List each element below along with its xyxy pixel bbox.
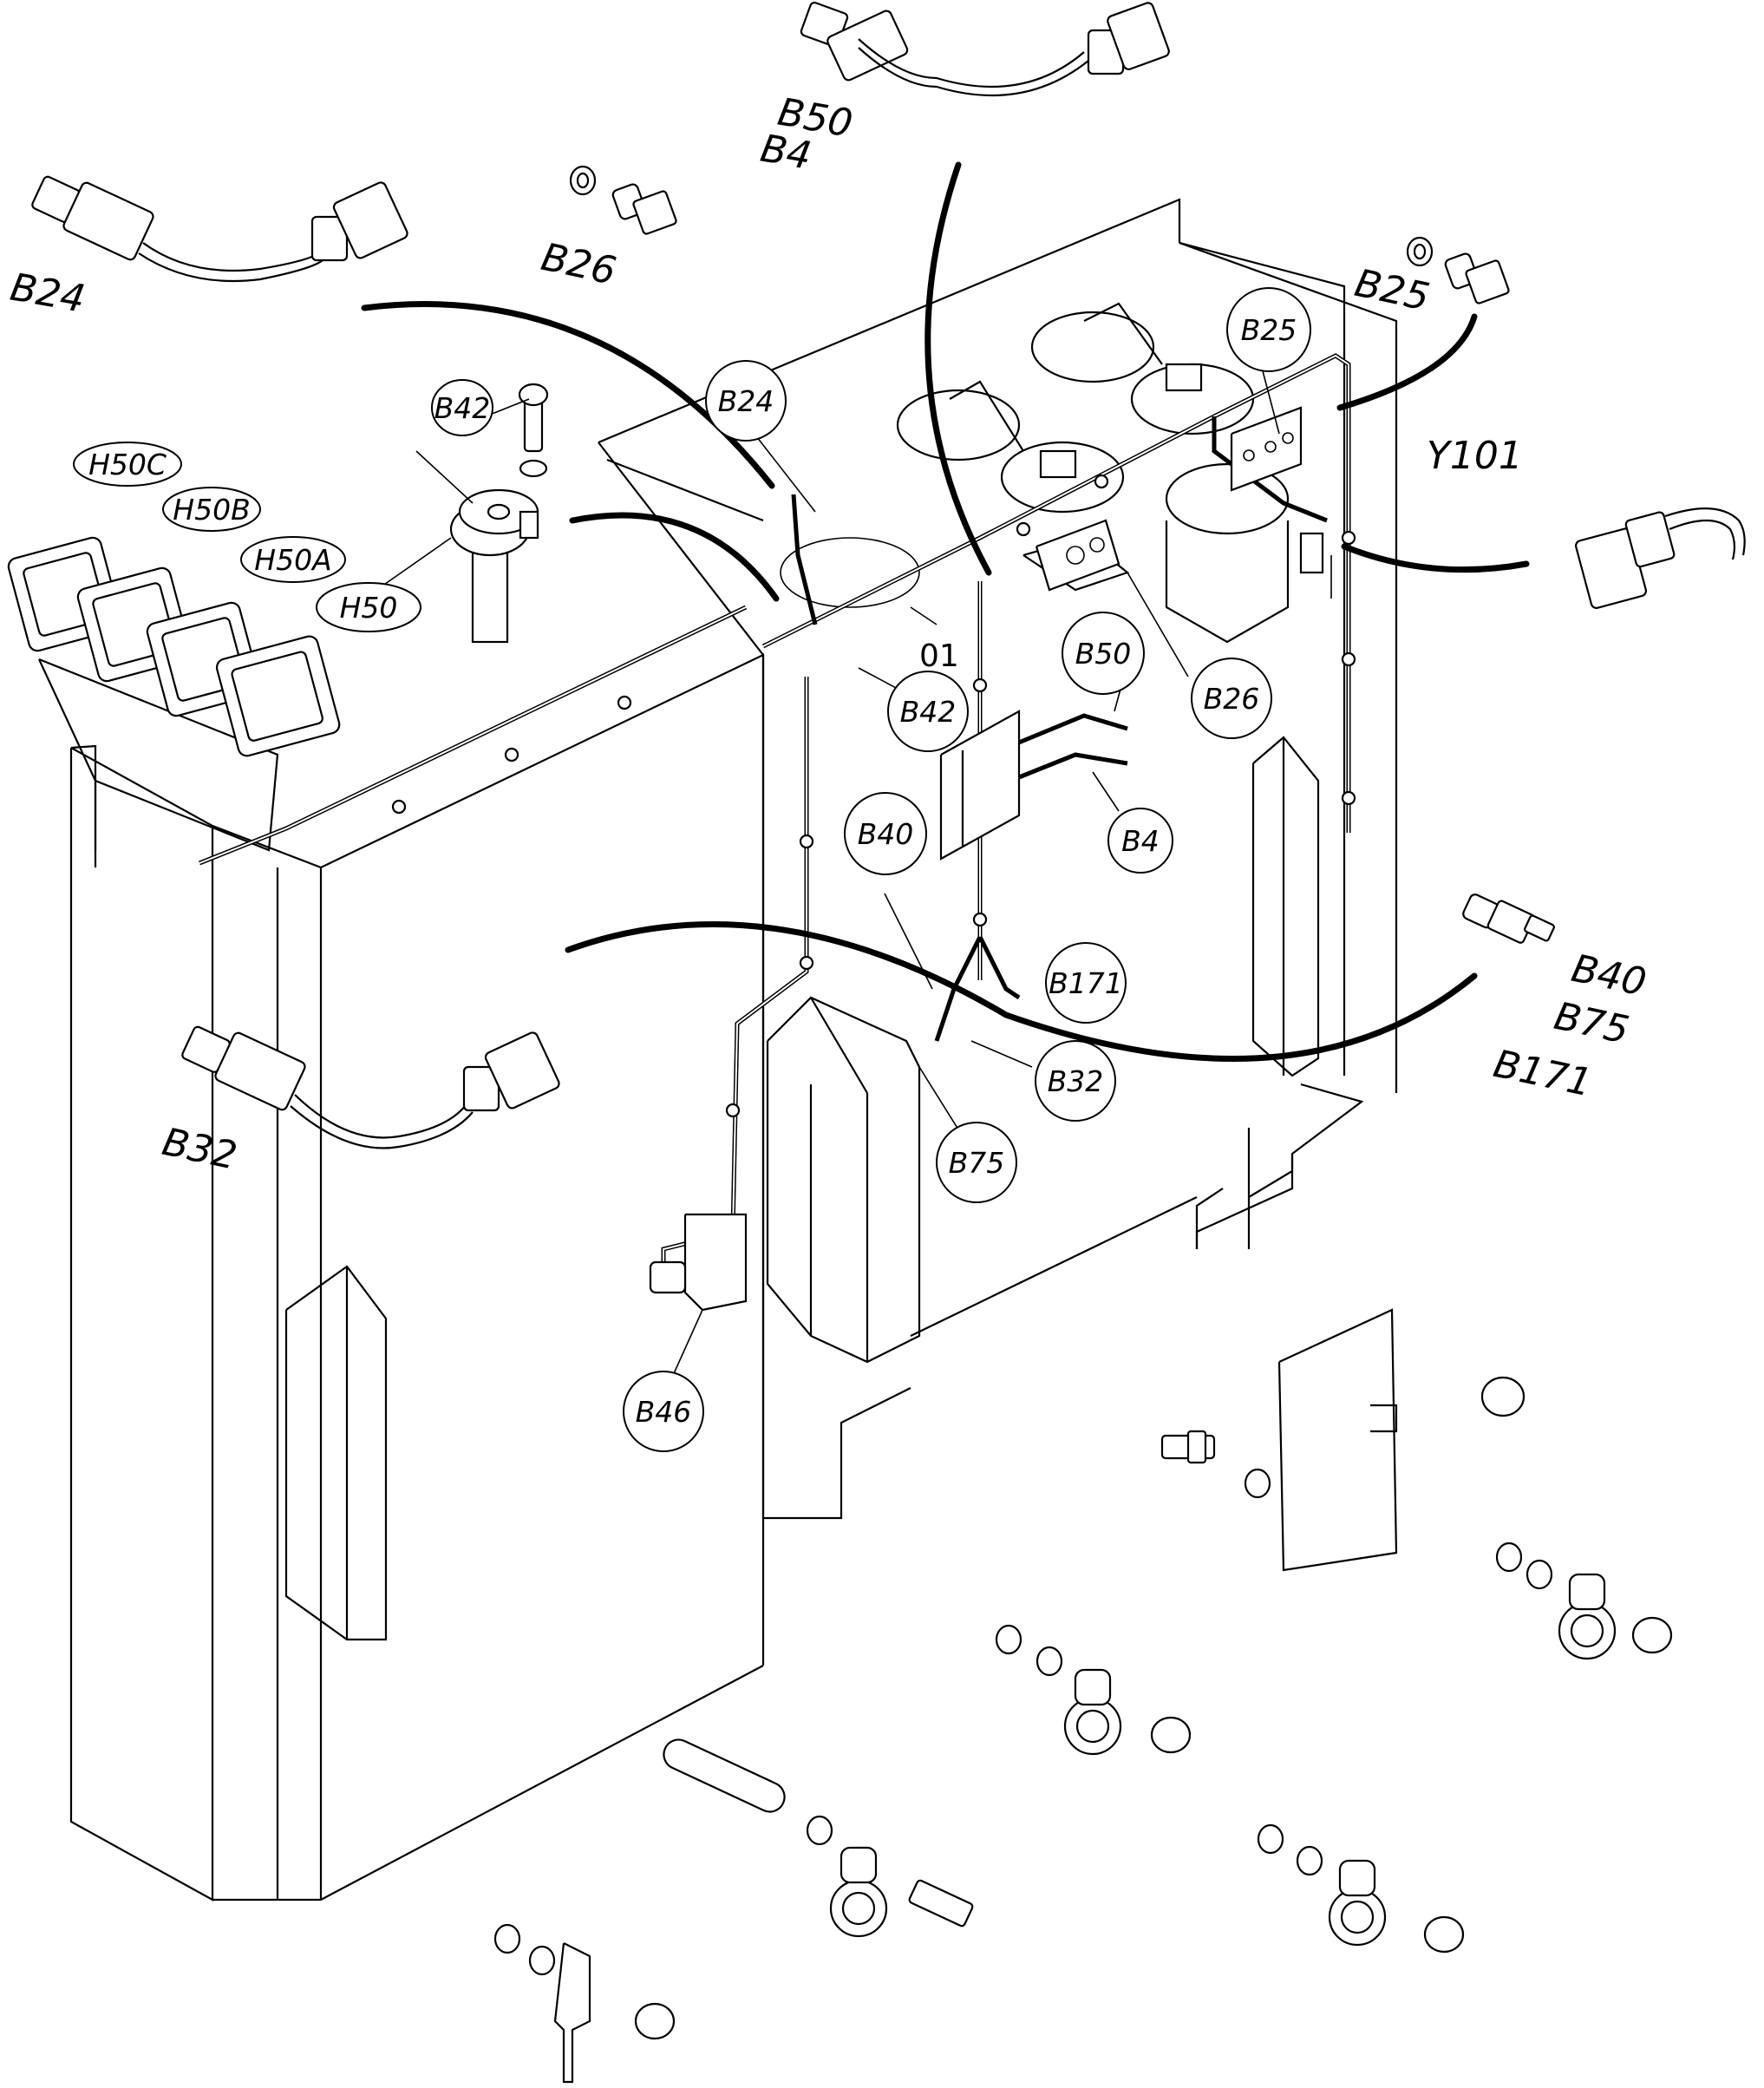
callout-h50c: H50C: [73, 442, 182, 487]
sensor-cable-b50-b4: [800, 1, 1170, 97]
callout-b26: B26: [1191, 658, 1272, 739]
svg-text:B32: B32: [1048, 1064, 1104, 1098]
label-y101: Y101: [1427, 434, 1523, 478]
svg-text:H50C: H50C: [88, 448, 167, 481]
svg-text:B24: B24: [718, 384, 774, 418]
svg-text:B25: B25: [1241, 313, 1297, 347]
callout-b50: B50: [1062, 612, 1145, 695]
svg-text:B75: B75: [949, 1146, 1005, 1180]
svg-text:H50: H50: [340, 591, 398, 625]
switch-b26: [569, 165, 677, 235]
label-b171: B171: [1490, 1042, 1596, 1106]
callout-b171: B171: [1045, 942, 1127, 1024]
sensor-cable-b24: [31, 175, 408, 283]
callout-b40: B40: [844, 792, 927, 875]
sensor-b42: [449, 383, 549, 644]
callout-b42-top: B42: [431, 379, 493, 436]
callout-b46: B46: [623, 1371, 704, 1452]
callout-b24: B24: [705, 360, 787, 442]
callout-b25: B25: [1226, 287, 1311, 372]
connector-y101: [1575, 507, 1746, 609]
switch-b40-b75-b171: [1462, 893, 1555, 944]
switch-b25: [1406, 236, 1510, 304]
label-b24: B24: [7, 265, 88, 322]
svg-text:H50B: H50B: [173, 493, 250, 527]
free-labels: B50 B4 B26 B24 B25 Y101 B40 B75 B171 B32…: [7, 90, 1650, 1179]
label-b40: B40: [1568, 946, 1650, 1005]
svg-text:B42: B42: [434, 391, 491, 425]
svg-text:B4: B4: [1121, 824, 1160, 858]
callout-h50a: H50A: [240, 536, 346, 583]
svg-text:B40: B40: [858, 817, 914, 851]
label-01: 01: [919, 638, 959, 674]
label-b4: B4: [757, 127, 814, 179]
manifold-block: [1035, 406, 1324, 592]
machine-frame: [69, 198, 1398, 1901]
svg-text:B46: B46: [636, 1395, 692, 1429]
callout-b32: B32: [1035, 1040, 1116, 1122]
svg-text:B42: B42: [900, 695, 957, 729]
sensor-cable-b32: [181, 1025, 560, 1149]
callout-b42: B42: [887, 671, 969, 752]
callout-h50: H50: [316, 582, 421, 632]
sensor-b46: [649, 1213, 748, 1312]
callouts: B42 H50C H50B H50A H50 B24 B25 B50: [73, 287, 1311, 1452]
sensor-bracket: [939, 710, 1021, 861]
hardware: [493, 1308, 1673, 2084]
label-b26: B26: [538, 235, 620, 294]
label-b75: B75: [1551, 994, 1633, 1053]
svg-text:H50A: H50A: [254, 543, 331, 577]
label-b32: B32: [159, 1120, 241, 1179]
work-lights-h50: [7, 536, 341, 852]
svg-text:B50: B50: [1075, 637, 1132, 671]
callout-h50b: H50B: [162, 487, 261, 532]
work-light-h50: [215, 635, 341, 757]
callout-b75: B75: [936, 1122, 1017, 1203]
svg-text:B171: B171: [1049, 966, 1123, 1000]
main-harness: [199, 353, 1351, 1284]
harness-clips: [391, 474, 1356, 1118]
filter-housings: [780, 302, 1290, 644]
callout-b4: B4: [1107, 808, 1173, 874]
label-b25: B25: [1351, 261, 1434, 320]
svg-text:B26: B26: [1204, 682, 1260, 716]
